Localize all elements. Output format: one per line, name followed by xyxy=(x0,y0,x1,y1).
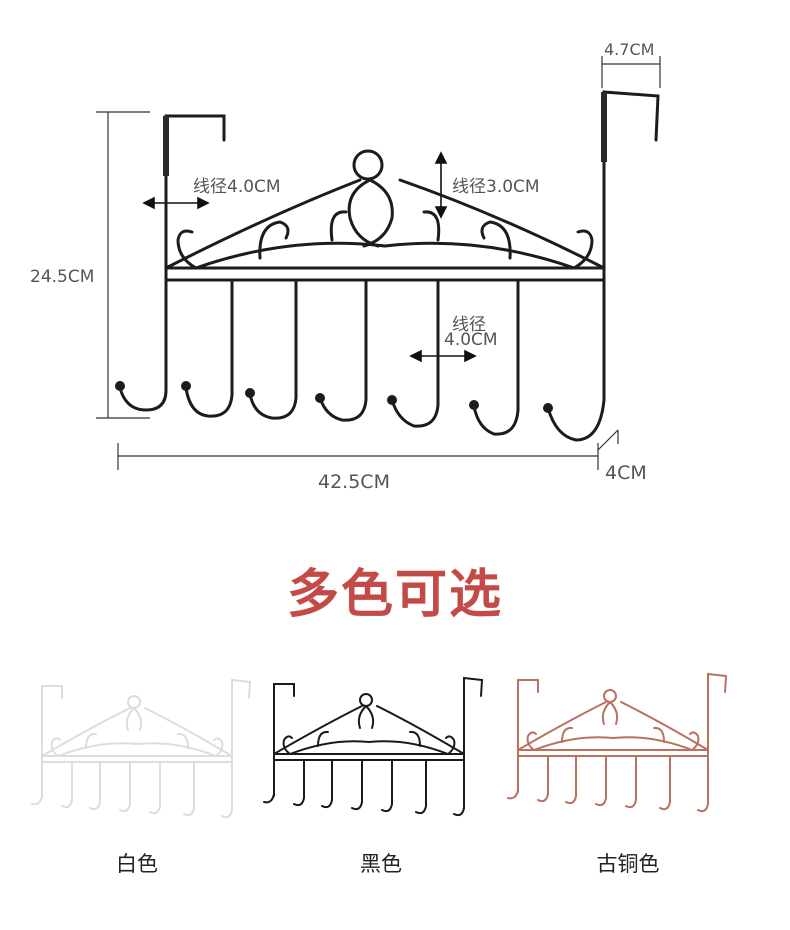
dimension-lines xyxy=(96,56,661,470)
wire-top-label: 线径3.0CM xyxy=(452,177,540,197)
variant-label-bronze: 古铜色 xyxy=(596,852,660,876)
white-rack-image xyxy=(31,679,251,819)
width-label: 42.5CM xyxy=(318,471,390,493)
hook-ball-tips xyxy=(115,381,553,413)
variant-label-white: 白色 xyxy=(116,852,158,876)
wire-mid-label-2: 4.0CM xyxy=(444,330,498,350)
black-rack-image xyxy=(263,677,483,817)
variant-label-black: 黑色 xyxy=(360,852,402,876)
top-width-label: 4.7CM xyxy=(604,40,655,59)
height-label: 24.5CM xyxy=(30,267,95,287)
depth-label: 4CM xyxy=(605,462,647,484)
wire-mid-label-1: 线径 xyxy=(452,315,486,335)
wire-left-label: 线径4.0CM xyxy=(193,177,281,197)
bronze-rack-image xyxy=(507,673,727,813)
black-rack-wire xyxy=(118,90,660,442)
multi-color-headline: 多色可选 xyxy=(286,565,503,625)
measure-arrows xyxy=(142,151,477,363)
